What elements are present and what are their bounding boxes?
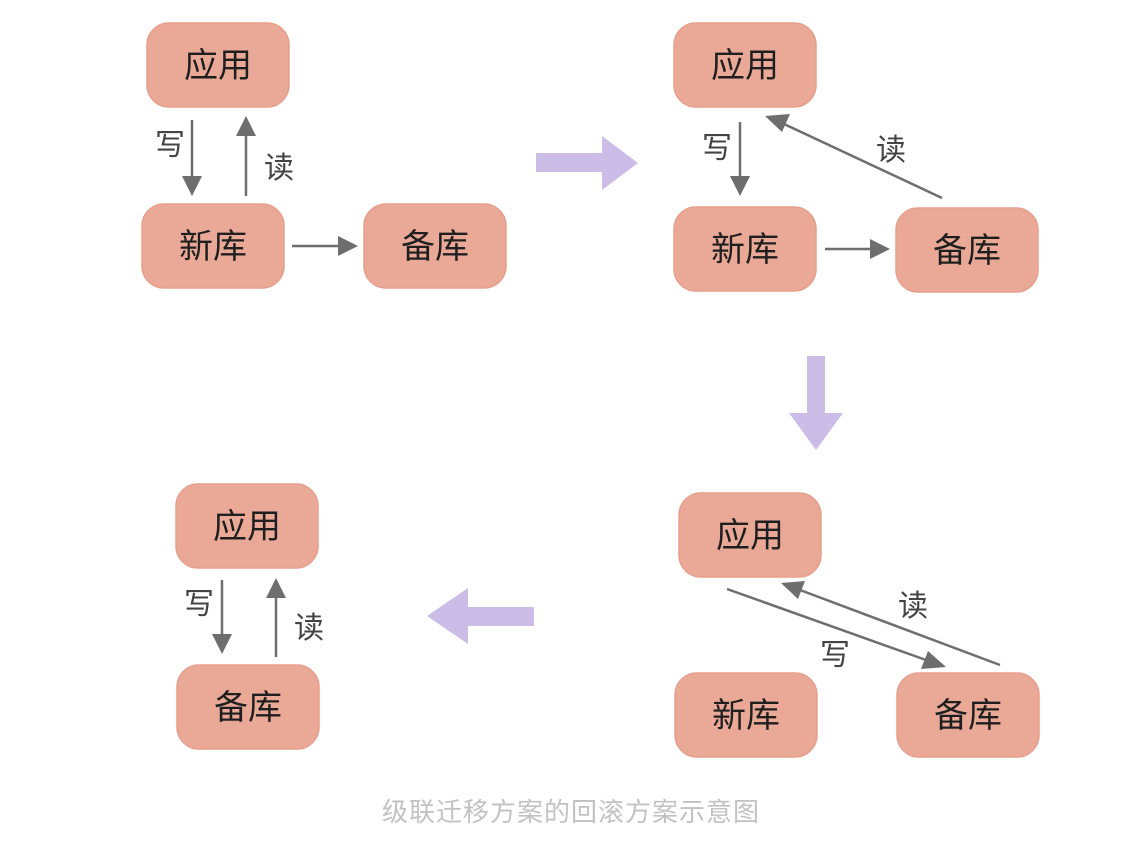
app-node — [673, 22, 817, 108]
write-arrow-head — [730, 176, 750, 196]
read-arrow-head — [781, 581, 805, 599]
stage-3: 应用 新库 备库 读 写 — [674, 492, 1040, 758]
app-node-label: 应用 — [184, 46, 252, 86]
app-node — [175, 483, 319, 569]
write-arrow-head — [182, 176, 202, 196]
new-db-node-label: 新库 — [712, 696, 780, 736]
write-label: 写 — [820, 638, 850, 673]
diagram-caption: 级联迁移方案的回滚方案示意图 — [381, 798, 760, 828]
write-arrow — [726, 587, 927, 662]
read-arrow-head — [266, 578, 286, 598]
backup-db-node-label: 备库 — [933, 231, 1001, 271]
new-db-node — [141, 203, 285, 289]
write-arrow-head — [921, 651, 946, 669]
write-arrow-head — [212, 634, 232, 654]
stage-4: 应用 备库 写 读 — [175, 483, 324, 750]
new-db-node — [673, 206, 817, 292]
backup-db-node — [895, 207, 1039, 293]
backup-db-node — [176, 664, 320, 750]
app-node-label: 应用 — [716, 516, 784, 556]
read-arrow-head — [765, 114, 790, 132]
write-label: 写 — [155, 128, 185, 163]
read-arrow — [799, 588, 1001, 667]
flow-arrow-left — [427, 588, 534, 644]
new-db-node-label: 新库 — [711, 230, 779, 270]
flow-arrow-down — [789, 356, 843, 450]
read-label: 读 — [264, 151, 294, 186]
backup-db-node-label: 备库 — [934, 696, 1002, 736]
stage-1: 应用 新库 备库 写 读 — [141, 22, 507, 289]
app-node-label: 应用 — [213, 507, 281, 547]
read-label: 读 — [876, 133, 906, 168]
read-arrow-head — [236, 116, 256, 136]
read-label: 读 — [898, 589, 928, 624]
read-label: 读 — [294, 611, 324, 646]
replication-arrow-head — [870, 239, 890, 259]
new-db-node — [674, 672, 818, 758]
app-node — [678, 492, 822, 578]
new-db-node-label: 新库 — [179, 227, 247, 267]
app-node-label: 应用 — [711, 46, 779, 86]
backup-db-node-label: 备库 — [401, 227, 469, 267]
read-arrow — [783, 122, 943, 200]
backup-db-node — [363, 203, 507, 289]
backup-db-node — [896, 672, 1040, 758]
write-label: 写 — [702, 131, 732, 166]
write-label: 写 — [184, 587, 214, 622]
backup-db-node-label: 备库 — [214, 688, 282, 728]
app-node — [146, 22, 290, 108]
flow-arrow-right — [536, 136, 638, 190]
replication-arrow-head — [338, 236, 358, 256]
stage-2: 应用 新库 备库 写 读 — [673, 22, 1039, 293]
